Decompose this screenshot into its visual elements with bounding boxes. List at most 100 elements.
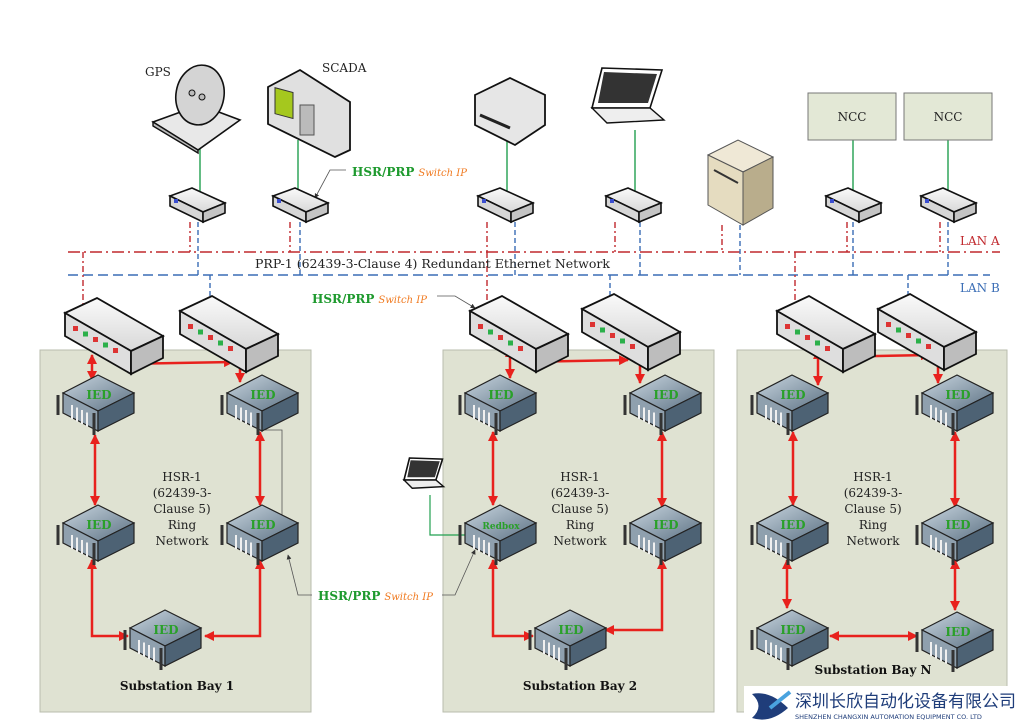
- switch-port: [188, 324, 193, 329]
- small-switch-icon: [918, 187, 979, 224]
- rack-handle: [750, 630, 790, 670]
- switch-port: [906, 333, 911, 338]
- ied-icon: IED: [750, 374, 830, 435]
- ied-label: IED: [488, 388, 513, 402]
- switch-port: [73, 326, 78, 331]
- ied-label: IED: [86, 388, 111, 402]
- hsr-prp-switch-icon: [876, 292, 978, 372]
- switch-port: [518, 346, 523, 351]
- ied-icon: IED: [915, 611, 995, 672]
- switch-port: [805, 335, 810, 340]
- laptop-keyboard: [590, 107, 666, 124]
- prp-network-label: PRP-1 (62439-3-Clause 4) Redundant Ether…: [255, 256, 610, 271]
- ring-network-label: Network: [847, 534, 901, 548]
- switch-side: [842, 332, 876, 374]
- ied-label: IED: [250, 518, 275, 532]
- rack-handle: [623, 395, 663, 435]
- callout-leader: [442, 549, 476, 596]
- ring-network-label: HSR-1: [560, 470, 599, 484]
- switch-side: [953, 201, 977, 224]
- rack-handle: [750, 395, 790, 435]
- ied-side: [791, 392, 829, 432]
- terminal-keypad: [299, 104, 315, 136]
- ied-label: IED: [153, 623, 178, 637]
- ring-network-label: HSR-1: [853, 470, 892, 484]
- redbox-icon: Redbox: [458, 504, 538, 565]
- ring-network-label: Clause 5): [153, 502, 210, 516]
- switch-port: [785, 324, 790, 329]
- callout-hsr-prp: HSR/PRP: [312, 292, 374, 306]
- ied-side: [569, 627, 607, 667]
- server-side: [742, 156, 774, 226]
- rack-handle: [220, 525, 260, 565]
- ied-side: [97, 522, 135, 562]
- switch-port: [478, 324, 483, 329]
- rack-handle: [623, 525, 663, 565]
- rack-handle: [56, 395, 96, 435]
- switch-port: [83, 331, 88, 337]
- rack-handle: [528, 630, 568, 670]
- ring-network-label: Network: [554, 534, 608, 548]
- callout-switch-ip: Switch IP: [378, 295, 427, 306]
- ied-label: IED: [780, 623, 805, 637]
- ncc-box: [807, 92, 897, 141]
- ied-icon: IED: [623, 504, 703, 565]
- laptop-keyboard: [402, 479, 446, 489]
- ncc-label: NCC: [838, 110, 867, 124]
- lan-b-label: LAN B: [960, 281, 1000, 295]
- switch-led: [830, 199, 834, 203]
- small-switch-icon: [603, 187, 664, 224]
- gps-label: GPS: [145, 65, 171, 79]
- switch-port: [630, 344, 635, 349]
- switch-side: [943, 330, 977, 372]
- logo-chinese-name: 深圳长欣自动化设备有限公司: [795, 692, 1016, 712]
- callout-hsr-prp: HSR/PRP: [318, 589, 380, 603]
- ied-label: IED: [558, 623, 583, 637]
- ring-network-label: (62439-3-: [844, 486, 903, 500]
- switch-side: [245, 332, 279, 374]
- hsr-prp-switch-icon: [468, 294, 570, 374]
- ring-network-label: Ring: [566, 518, 595, 532]
- ied-icon: IED: [123, 609, 203, 670]
- switch-side: [305, 201, 329, 224]
- ied-label: IED: [780, 388, 805, 402]
- switch-port: [508, 340, 513, 346]
- rack-handle: [123, 630, 163, 670]
- bay-label: Substation Bay 2: [523, 679, 637, 693]
- logo-mark-stroke: [768, 690, 792, 710]
- ied-icon: IED: [915, 504, 995, 565]
- rack-handle: [458, 525, 498, 565]
- callout-leader: [314, 169, 346, 199]
- ncc-box: [903, 92, 993, 141]
- printer-slot: [479, 113, 511, 130]
- terminal-screen: [274, 87, 294, 120]
- ring-network-label: Clause 5): [551, 502, 608, 516]
- redbox-label: Redbox: [482, 522, 520, 532]
- ied-side: [791, 522, 829, 562]
- switch-port: [926, 344, 931, 349]
- ring-network-label: HSR-1: [162, 470, 201, 484]
- rack-handle: [56, 525, 96, 565]
- switch-port: [886, 322, 891, 327]
- ied-side: [499, 392, 537, 432]
- bay-label: Substation Bay N: [815, 663, 932, 677]
- ied-side: [261, 522, 299, 562]
- switch-side: [858, 201, 882, 224]
- ied-label: IED: [780, 518, 805, 532]
- ied-icon: IED: [56, 504, 136, 565]
- ied-icon: IED: [220, 504, 300, 565]
- ied-label: IED: [653, 388, 678, 402]
- switch-side: [130, 334, 164, 376]
- bay-label: Substation Bay 1: [120, 679, 234, 693]
- rack-handle: [220, 395, 260, 435]
- ied-icon: IED: [220, 374, 300, 435]
- server-drive: [713, 169, 739, 184]
- hsr-prp-switch-icon: [63, 296, 165, 376]
- ied-side: [664, 392, 702, 432]
- hsr-prp-switch-icon: [580, 292, 682, 372]
- switch-port: [218, 340, 223, 346]
